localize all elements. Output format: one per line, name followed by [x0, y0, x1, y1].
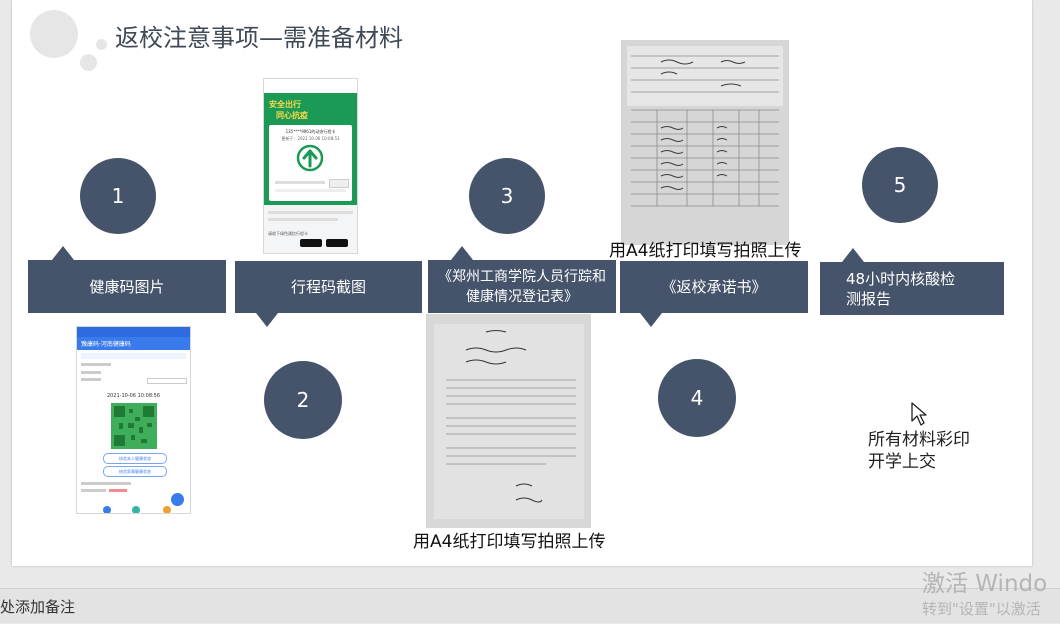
step-2-circle: 2 — [264, 361, 342, 439]
trip-banner-line2: 同心抗疫 — [276, 111, 308, 120]
verify-self-button: 核验本人健康状态 — [103, 453, 167, 464]
step-5-box: 48小时内核酸检测报告 — [820, 262, 1004, 315]
step-2-pointer — [256, 313, 278, 327]
mouse-pointer-icon — [910, 401, 928, 427]
slide-canvas: 返校注意事项—需准备材料 1 健康码图片 行程码截图 2 3 《郑州工商学院人员… — [12, 0, 1032, 566]
verify-family-button: 核验家属健康状态 — [103, 466, 167, 477]
arrow-up-icon — [296, 144, 324, 172]
trip-code-screenshot: 安全出行 同心抗疫 135****9961的动态行程卡 更新于：2021.10.… — [263, 78, 358, 254]
caption-bottom: 用A4纸打印填写拍照上传 — [413, 532, 606, 552]
step-3-box: 《郑州工商学院人员行踪和健康情况登记表》 — [428, 260, 616, 313]
step-1-box: 健康码图片 — [28, 260, 226, 313]
step-5-number: 5 — [893, 173, 907, 197]
step-1-circle: 1 — [80, 158, 156, 234]
health-header-text: 豫康码·河南健康码 — [81, 341, 131, 348]
verify-family-label: 核验家属健康状态 — [119, 469, 151, 474]
health-timestamp: 2021-10-06 10:08:56 — [106, 393, 161, 399]
materials-note: 所有材料彩印开学上交 — [868, 430, 970, 472]
step-3-circle: 3 — [469, 158, 545, 234]
step-1-label: 健康码图片 — [89, 277, 165, 296]
decor-circle-medium — [80, 54, 97, 71]
caption-top: 用A4纸打印填写拍照上传 — [609, 241, 802, 261]
step-2-label: 行程码截图 — [290, 278, 366, 296]
step-4-circle: 4 — [658, 359, 736, 437]
step-2-number: 2 — [296, 388, 310, 412]
step-5-pointer — [842, 248, 864, 262]
step-3-pointer — [451, 246, 473, 260]
health-code-screenshot: 豫康码·河南健康码 2021-10-06 10:08:56 核验本人健康状态 核… — [76, 326, 191, 514]
decor-circle-small — [96, 39, 107, 50]
trip-phone-line: 135****9961的动态行程卡 — [285, 129, 336, 134]
pledge-letter-photo — [426, 314, 591, 528]
step-4-pointer — [640, 313, 662, 327]
step-5-circle: 5 — [862, 147, 938, 223]
trip-code-banner: 安全出行 同心抗疫 135****9961的动态行程卡 更新于：2021.10.… — [264, 93, 357, 205]
step-3-number: 3 — [500, 184, 514, 208]
notes-placeholder: 处添加备注 — [0, 598, 76, 616]
step-4-box: 《返校承诺书》 — [620, 261, 808, 313]
step-5-label: 48小时内核酸检测报告 — [846, 269, 956, 308]
step-4-number: 4 — [690, 386, 704, 410]
activation-watermark-line1: 激活 Windo — [922, 571, 1048, 597]
step-1-number: 1 — [111, 184, 125, 208]
step-1-pointer — [52, 246, 74, 260]
slide-title: 返校注意事项—需准备材料 — [115, 24, 403, 52]
trip-update-time: 更新于：2021.10.06 10:08:53 — [281, 136, 340, 141]
decor-circle-large — [30, 10, 78, 58]
activation-watermark-line2: 转到"设置"以激活 — [922, 600, 1041, 618]
registration-form-photo — [621, 40, 789, 245]
health-code-header: 豫康码·河南健康码 — [77, 337, 190, 350]
step-3-label: 《郑州工商学院人员行踪和健康情况登记表》 — [438, 268, 606, 305]
notes-pane[interactable]: 处添加备注 — [0, 588, 1060, 623]
verify-self-label: 核验本人健康状态 — [119, 456, 151, 461]
trip-footer: 请收下绿色通信行程卡 — [268, 231, 308, 236]
trip-banner-line1: 安全出行 — [269, 100, 301, 109]
step-4-label: 《返校承诺书》 — [661, 278, 767, 296]
step-2-box: 行程码截图 — [235, 261, 422, 313]
qr-code-icon — [111, 403, 157, 449]
